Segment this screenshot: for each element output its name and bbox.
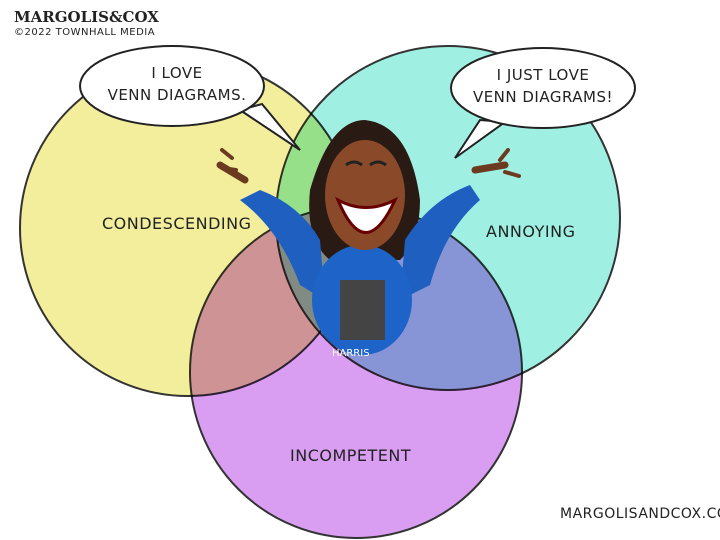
label-condescending: CONDESCENDING	[102, 214, 252, 233]
right-bubble-line1: I JUST LOVE	[496, 66, 590, 84]
label-annoying: ANNOYING	[486, 222, 576, 241]
harris-caricature	[216, 120, 521, 355]
left-bubble-line2: VENN DIAGRAMS.	[107, 86, 247, 104]
left-bubble-line1: I LOVE	[151, 64, 203, 82]
copyright-text: ©2022 TOWNHALL MEDIA	[14, 27, 156, 38]
speech-bubble-right	[450, 47, 636, 159]
brand-logo: MARGOLIS&COX	[14, 8, 159, 26]
label-incompetent: INCOMPETENT	[290, 446, 412, 465]
right-bubble-text: I JUST LOVE VENN DIAGRAMS!	[458, 64, 628, 108]
right-bubble-line2: VENN DIAGRAMS!	[472, 88, 614, 106]
center-label: HARRIS	[332, 348, 370, 359]
left-bubble-text: I LOVE VENN DIAGRAMS.	[102, 62, 252, 106]
speech-bubble-left	[79, 45, 301, 151]
website-text: MARGOLISANDCOX.COM	[560, 506, 720, 522]
